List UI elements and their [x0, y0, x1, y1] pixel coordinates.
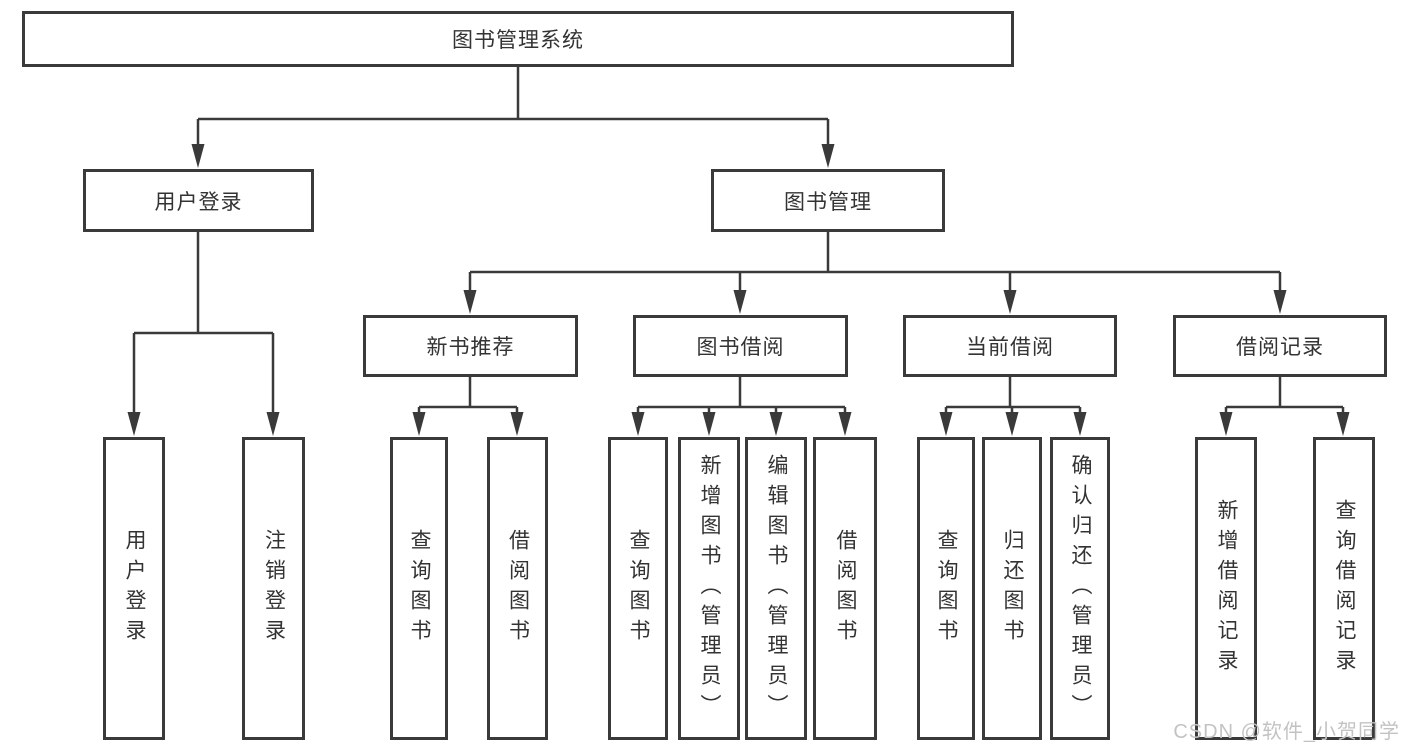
- node-label: 新增图书（管理员）: [698, 453, 721, 724]
- node-book-management: 图书管理: [711, 169, 945, 232]
- node-current-borrowing: 当前借阅: [903, 315, 1117, 377]
- node-label: 归还图书: [1001, 528, 1024, 649]
- bracket-book-borrowing: [631, 377, 852, 436]
- node-new-book-recommend: 新书推荐: [363, 315, 578, 377]
- node-leaf-nbr-query-books: 查询图书: [390, 437, 448, 740]
- node-label: 新增借阅记录: [1215, 498, 1238, 679]
- node-borrowing-records: 借阅记录: [1173, 315, 1387, 377]
- node-leaf-cb-return-books: 归还图书: [982, 437, 1042, 740]
- node-label: 查询图书: [627, 528, 650, 649]
- bracket-new-book-recommend: [412, 377, 524, 436]
- node-leaf-logout: 注销登录: [242, 437, 305, 740]
- bracket-book-management: [463, 232, 1287, 314]
- node-label: 当前借阅: [966, 336, 1054, 359]
- node-book-management-system: 图书管理系统: [22, 11, 1014, 67]
- node-leaf-bb-query-books: 查询图书: [608, 437, 668, 740]
- node-book-borrowing: 图书借阅: [633, 315, 848, 377]
- node-label: 查询图书: [408, 528, 431, 649]
- node-label: 借阅记录: [1236, 336, 1324, 359]
- node-leaf-br-add-record: 新增借阅记录: [1195, 437, 1257, 740]
- node-label: 编辑图书（管理员）: [765, 453, 788, 724]
- node-leaf-bb-borrow-books: 借阅图书: [813, 437, 877, 740]
- csdn-watermark: CSDN @软件_小贺同学: [1173, 721, 1400, 743]
- node-leaf-cb-confirm-return-admin: 确认归还（管理员）: [1050, 437, 1110, 740]
- node-label: 图书管理: [784, 190, 872, 214]
- node-user-login: 用户登录: [83, 169, 314, 232]
- node-label: 借阅图书: [834, 528, 857, 649]
- node-label: 确认归还（管理员）: [1069, 453, 1092, 724]
- node-label: 图书管理系统: [452, 29, 584, 52]
- node-label: 查询借阅记录: [1333, 498, 1356, 679]
- node-leaf-bb-add-books-admin: 新增图书（管理员）: [678, 437, 740, 740]
- node-label: 注销登录: [262, 528, 286, 649]
- bracket-user-login: [127, 232, 280, 436]
- node-label: 查询图书: [935, 528, 958, 649]
- node-label: 借阅图书: [506, 528, 530, 649]
- node-leaf-cb-query-books: 查询图书: [917, 437, 975, 740]
- node-label: 图书借阅: [696, 336, 785, 359]
- bracket-root: [191, 67, 835, 168]
- node-label: 用户登录: [123, 528, 146, 649]
- node-label: 用户登录: [154, 190, 243, 214]
- node-leaf-nbr-borrow-books: 借阅图书: [487, 437, 548, 740]
- node-label: 新书推荐: [426, 336, 515, 359]
- bracket-current-borrowing: [939, 377, 1087, 436]
- node-leaf-bb-edit-books-admin: 编辑图书（管理员）: [745, 437, 807, 740]
- node-leaf-br-query-record: 查询借阅记录: [1313, 437, 1375, 740]
- bracket-borrowing-records: [1219, 377, 1350, 436]
- node-leaf-user-login: 用户登录: [103, 437, 165, 740]
